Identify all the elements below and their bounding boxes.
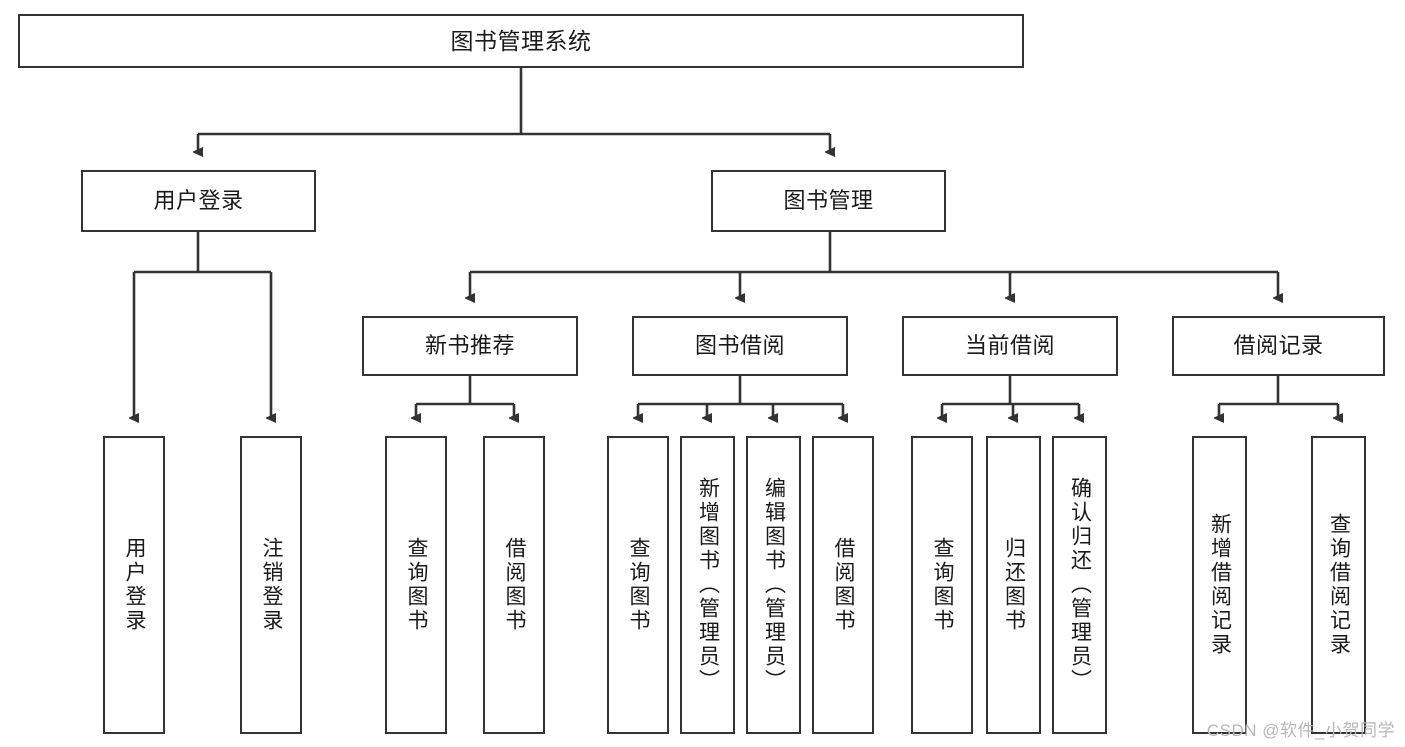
node-leaf-return-book-label: 归还图书 [1002,537,1026,633]
node-leaf-query-book-bor[interactable]: 查询图书 [607,436,669,734]
node-leaf-query-book-rec-label: 查询图书 [405,537,429,633]
node-book-borrow[interactable]: 图书借阅 [632,316,848,376]
node-root-label: 图书管理系统 [450,27,592,54]
node-current-borrow[interactable]: 当前借阅 [902,316,1118,376]
node-leaf-query-book-cur[interactable]: 查询图书 [911,436,973,734]
node-current-borrow-label: 当前借阅 [964,333,1055,359]
node-leaf-query-book-rec[interactable]: 查询图书 [385,436,447,734]
node-leaf-logout-label: 注销登录 [260,537,284,633]
node-user-login[interactable]: 用户登录 [81,170,316,232]
node-root[interactable]: 图书管理系统 [18,14,1024,68]
node-leaf-borrow-book-rec[interactable]: 借阅图书 [483,436,545,734]
node-leaf-user-login[interactable]: 用户登录 [103,436,165,734]
node-leaf-borrow-book-rec-label: 借阅图书 [503,537,527,633]
node-borrow-record[interactable]: 借阅记录 [1172,316,1385,376]
node-leaf-user-login-label: 用户登录 [123,537,147,633]
node-leaf-edit-book[interactable]: 编辑图书（管理员） [746,436,801,734]
node-user-login-label: 用户登录 [153,188,244,214]
node-leaf-edit-book-label: 编辑图书（管理员） [762,477,786,693]
node-leaf-add-record-label: 新增借阅记录 [1208,513,1232,657]
node-leaf-add-book[interactable]: 新增图书（管理员） [680,436,735,734]
node-leaf-borrow-book-bor[interactable]: 借阅图书 [812,436,874,734]
node-leaf-query-book-cur-label: 查询图书 [931,537,955,633]
node-leaf-confirm-return[interactable]: 确认归还（管理员） [1052,436,1107,734]
node-leaf-return-book[interactable]: 归还图书 [986,436,1041,734]
node-leaf-logout[interactable]: 注销登录 [240,436,302,734]
node-leaf-query-record[interactable]: 查询借阅记录 [1311,436,1366,734]
node-new-book-rec-label: 新书推荐 [424,333,515,359]
node-leaf-confirm-return-label: 确认归还（管理员） [1068,477,1092,693]
node-leaf-query-book-bor-label: 查询图书 [627,537,651,633]
node-book-borrow-label: 图书借阅 [694,333,785,359]
node-book-manage-label: 图书管理 [783,188,874,214]
node-leaf-query-record-label: 查询借阅记录 [1327,513,1351,657]
node-leaf-add-record[interactable]: 新增借阅记录 [1192,436,1247,734]
node-book-manage[interactable]: 图书管理 [711,170,946,232]
csdn-watermark: CSDN @软件_小贺同学 [1206,721,1395,740]
node-leaf-borrow-book-bor-label: 借阅图书 [832,537,856,633]
node-new-book-rec[interactable]: 新书推荐 [362,316,578,376]
node-borrow-record-label: 借阅记录 [1233,333,1324,359]
node-leaf-add-book-label: 新增图书（管理员） [696,477,720,693]
